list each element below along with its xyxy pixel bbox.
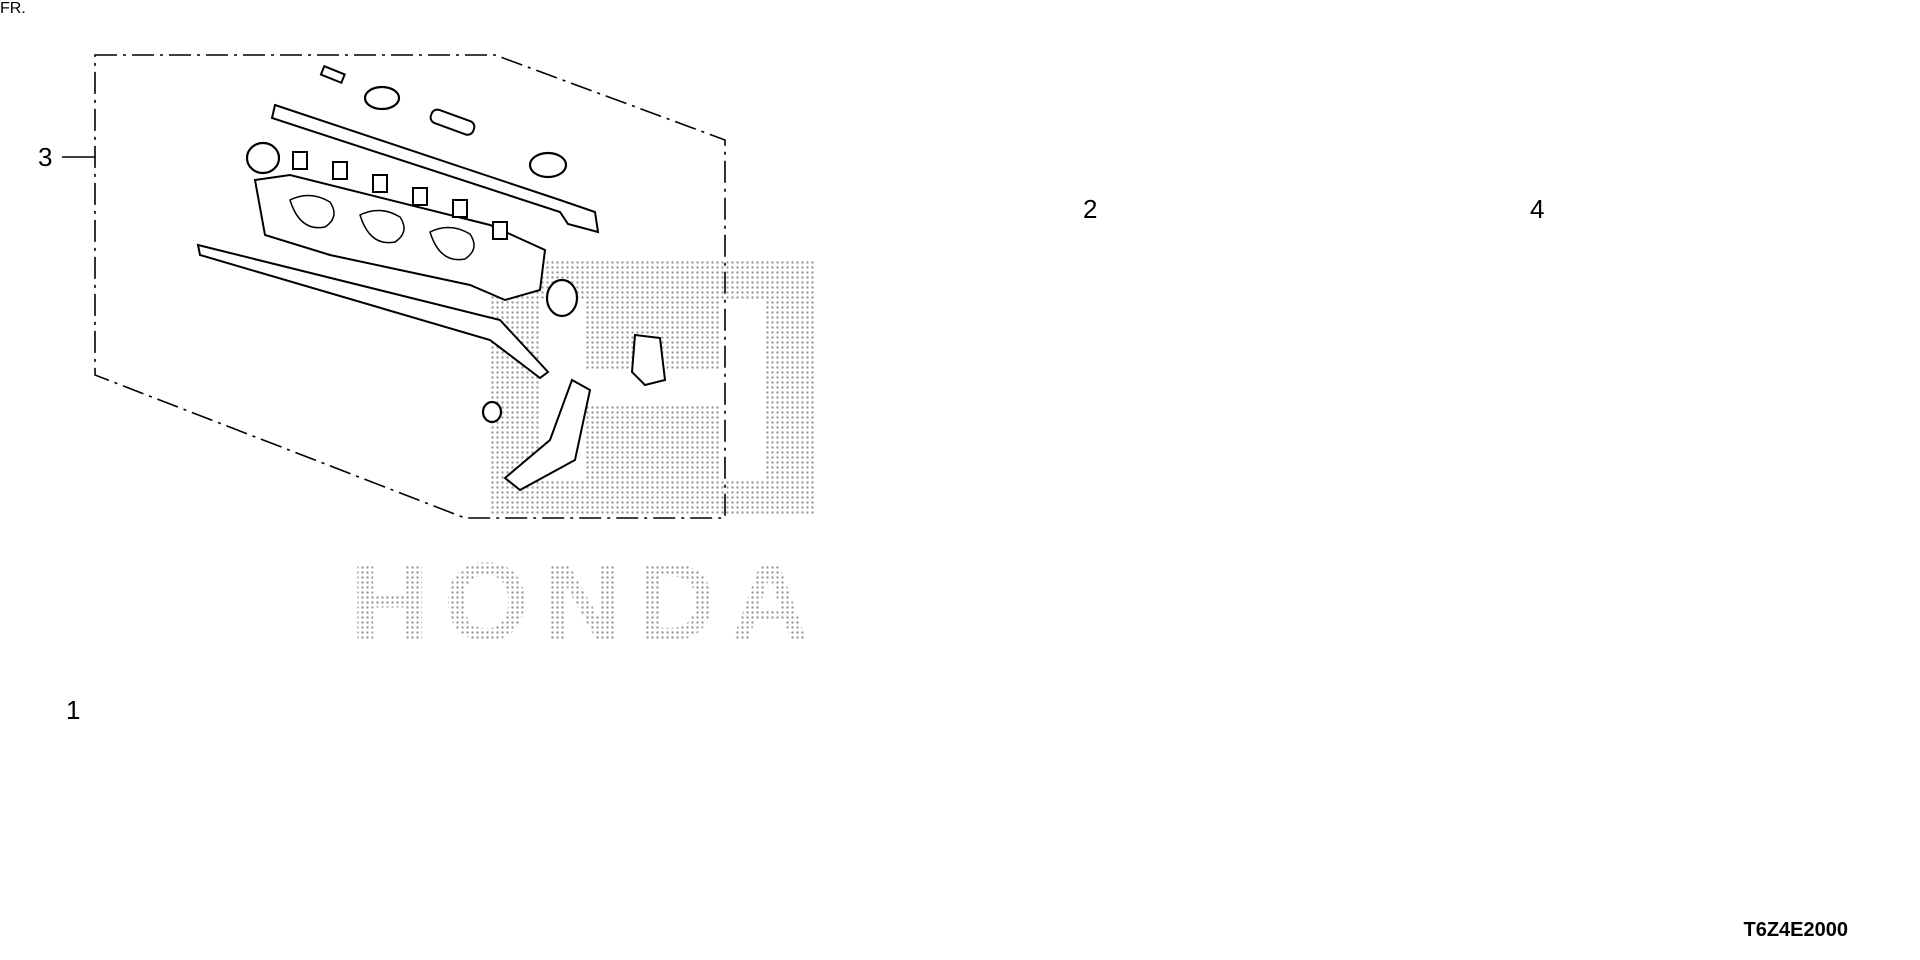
valve-cover-gasket [270,103,600,234]
kit-3-frame [94,54,726,519]
kit-3-group[interactable] [62,54,726,519]
tube-seal [332,161,348,180]
arrow-left-down-icon: FR. [0,0,26,17]
seal-small [319,64,346,85]
tube-seal [292,151,308,170]
diagram-code: T6Z4E2000 [1743,919,1848,941]
washer [481,400,503,424]
thermostat-gasket [630,333,667,387]
seal-ring [528,151,568,179]
callout-2[interactable]: 2 [1083,194,1098,224]
plug-seal [429,108,476,136]
tube-seal [372,174,388,193]
cylinder-head-gasket [196,243,550,380]
front-label: FR. [0,0,26,17]
tube-seal [492,221,508,240]
tube-seal [452,199,468,218]
tube-seal [412,187,428,206]
timing-cover-gasket [503,378,592,492]
o-ring [545,278,579,318]
seal-ring [245,141,281,175]
seal-ring [363,85,401,111]
callout-3[interactable]: 3 [38,142,53,172]
callout-4[interactable]: 4 [1530,194,1545,224]
callout-1[interactable]: 1 [66,695,81,725]
honda-wordmark-watermark: HONDA [350,541,823,664]
